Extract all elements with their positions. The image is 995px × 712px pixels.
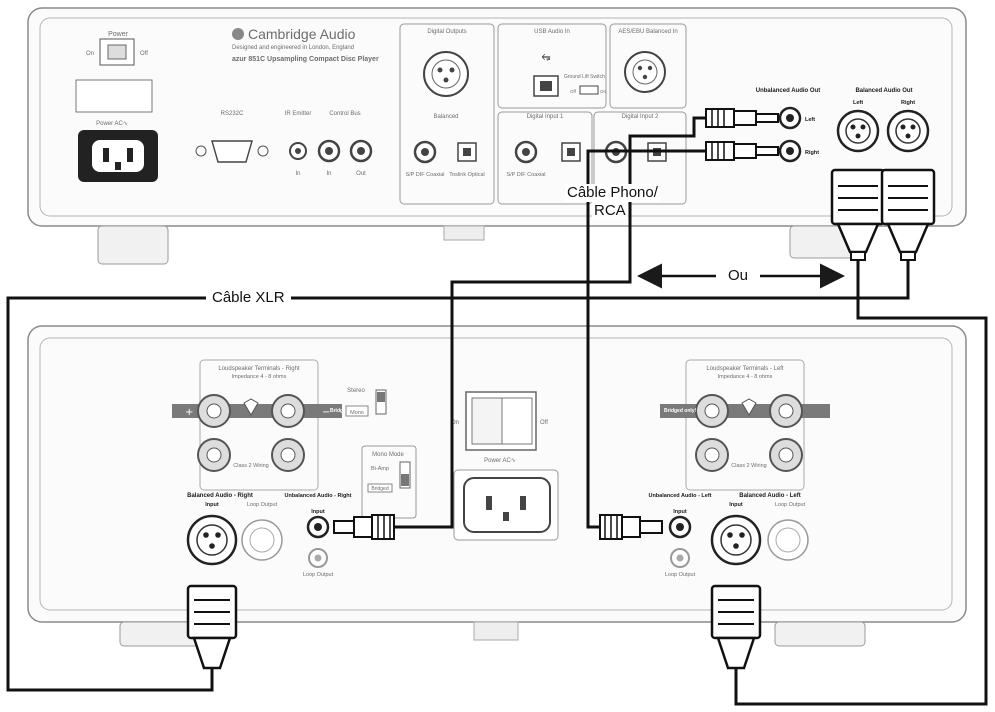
amp-right-loop-output-label: Loop Output xyxy=(247,502,278,508)
amp-balanced-left-input-xlr[interactable] xyxy=(710,514,762,566)
digital-input-2-label: Digital Input 2 xyxy=(622,114,659,120)
unbalanced-audio-out-label: Unbalanced Audio Out xyxy=(756,88,820,94)
stereo-label: Stereo xyxy=(347,388,365,394)
unbalanced-audio-right-label: Unbalanced Audio - Right xyxy=(284,493,351,499)
xlr-cable-right xyxy=(734,260,988,706)
xlr-plug-amp-right xyxy=(186,584,238,670)
control-bus-out-label: Out xyxy=(356,171,366,177)
amp-power-ac-label: Power AC∿ xyxy=(484,458,516,464)
warning-icon xyxy=(243,398,259,416)
amp-iec-socket[interactable] xyxy=(463,477,551,533)
amp-on-label: On xyxy=(451,420,459,426)
ground-lift-on: On xyxy=(600,89,607,94)
balanced-audio-left-label: Balanced Audio - Left xyxy=(739,493,800,499)
rs232-port[interactable] xyxy=(211,140,253,163)
cd-brand: Cambridge Audio xyxy=(248,26,356,42)
amp-balanced-right-loop-xlr[interactable] xyxy=(241,519,283,561)
spdif-coax-label: S/P DIF Coaxial xyxy=(405,172,444,178)
ir-in-label: In xyxy=(295,171,300,177)
power-off-label: Off xyxy=(140,51,148,57)
phono-rca-label-line1: Câble Phono/ xyxy=(565,184,660,202)
rca-plug-cd-left xyxy=(705,108,779,128)
plus-icon: + xyxy=(185,407,193,418)
or-label: Ou xyxy=(716,267,761,285)
class2-right-label: Class 2 Wiring xyxy=(233,463,268,469)
xlr-plug-cd-right xyxy=(880,168,936,261)
digital-input-1-label: Digital Input 1 xyxy=(527,114,564,120)
ls-terminals-right-label: Loudspeaker Terminals - Right xyxy=(218,366,300,372)
ls-terminals-left-label: Loudspeaker Terminals - Left xyxy=(706,366,784,372)
bridged-label: Bridged xyxy=(371,486,388,492)
cd-balanced-out-right-xlr[interactable] xyxy=(886,109,930,153)
phono-rca-label-line2: RCA xyxy=(592,202,628,220)
xlr-plug-amp-left xyxy=(710,584,762,670)
balanced-digital-out-xlr[interactable] xyxy=(423,51,469,97)
xlr-cable-label: Câble XLR xyxy=(206,289,291,307)
impedance-right-label: Impedance 4 - 8 ohms xyxy=(232,374,287,380)
ground-lift-label: Ground Lift Switch xyxy=(564,74,605,80)
impedance-left-label: Impedance 4 - 8 ohms xyxy=(718,374,773,380)
rca-cable-left xyxy=(394,116,706,529)
toslink-optical-label: Toslink Optical xyxy=(449,172,484,178)
amp-right-input-label: Input xyxy=(205,502,219,508)
amp-balanced-left-loop-xlr[interactable] xyxy=(767,519,809,561)
xlr-plug-cd-left xyxy=(830,168,886,261)
unbalanced-right-label: Right xyxy=(805,150,819,156)
rca-plug-amp-left xyxy=(599,514,663,540)
rca-cable-right xyxy=(586,149,706,529)
ir-emitter-label: IR Emitter xyxy=(285,111,312,117)
xlr-cable-left xyxy=(6,260,860,692)
minus-icon: − xyxy=(322,407,330,418)
mono-mode-label: Mono Mode xyxy=(372,452,404,458)
balanced-audio-right-label: Balanced Audio - Right xyxy=(187,493,253,499)
amp-left-input-label: Input xyxy=(729,502,743,508)
ground-lift-off: Off xyxy=(570,89,577,94)
cd-power-ac-label: Power AC∿ xyxy=(96,121,128,127)
aes-ebu-label: AES/EBU Balanced In xyxy=(618,29,677,35)
control-bus-in-label: In xyxy=(326,171,331,177)
digital-input-1-coax-label: S/P DIF Coaxial xyxy=(506,172,545,178)
unbalanced-left-label: Left xyxy=(805,117,815,123)
cd-tagline: Designed and engineered in London, Engla… xyxy=(232,45,354,51)
amplifier-rear-panel: Loudspeaker Terminals - Right Impedance … xyxy=(27,325,967,647)
usb-icon: ⭂ xyxy=(542,51,551,63)
control-bus-label: Control Bus xyxy=(329,111,360,117)
unbal-left-loop-label: Loop Output xyxy=(665,572,696,578)
unbal-right-input-label: Input xyxy=(311,509,325,515)
cambridge-logo-icon xyxy=(232,28,244,40)
cd-balanced-out-left-xlr[interactable] xyxy=(836,109,880,153)
usb-audio-in-label: USB Audio In xyxy=(534,29,570,35)
rca-plug-amp-right xyxy=(333,514,395,540)
power-label: Power xyxy=(108,31,129,38)
amp-balanced-right-input-xlr[interactable] xyxy=(186,514,238,566)
aes-ebu-xlr-in[interactable] xyxy=(624,51,666,93)
balanced-label: Balanced xyxy=(433,114,458,120)
mono-label: Mono xyxy=(350,410,364,416)
digital-outputs-label: Digital Outputs xyxy=(427,29,466,35)
warning-icon-left xyxy=(741,398,757,416)
amp-off-label: Off xyxy=(540,420,548,426)
unbal-right-loop-label: Loop Output xyxy=(303,572,334,578)
bi-amp-label: Bi-Amp xyxy=(371,466,389,472)
ground-lift-switch[interactable] xyxy=(579,85,599,95)
amp-left-loop-output-label: Loop Output xyxy=(775,502,806,508)
cd-player-rear-panel: Power On Off Power AC∿ Cambridge Audio D… xyxy=(27,7,967,265)
rca-plug-cd-right xyxy=(705,141,779,161)
class2-left-label: Class 2 Wiring xyxy=(731,463,766,469)
rs232-label: RS232C xyxy=(221,111,244,117)
power-on-label: On xyxy=(86,51,94,57)
unbalanced-audio-left-label: Unbalanced Audio - Left xyxy=(648,493,711,499)
unbal-left-input-label: Input xyxy=(673,509,687,515)
balanced-out-right-label: Right xyxy=(901,100,915,106)
cd-model: azur 851C Upsampling Compact Disc Player xyxy=(232,56,379,63)
balanced-audio-out-label: Balanced Audio Out xyxy=(855,88,912,94)
balanced-out-left-label: Left xyxy=(853,100,863,106)
cables xyxy=(6,116,988,706)
bridged-only-left: Bridged only! xyxy=(664,408,697,414)
